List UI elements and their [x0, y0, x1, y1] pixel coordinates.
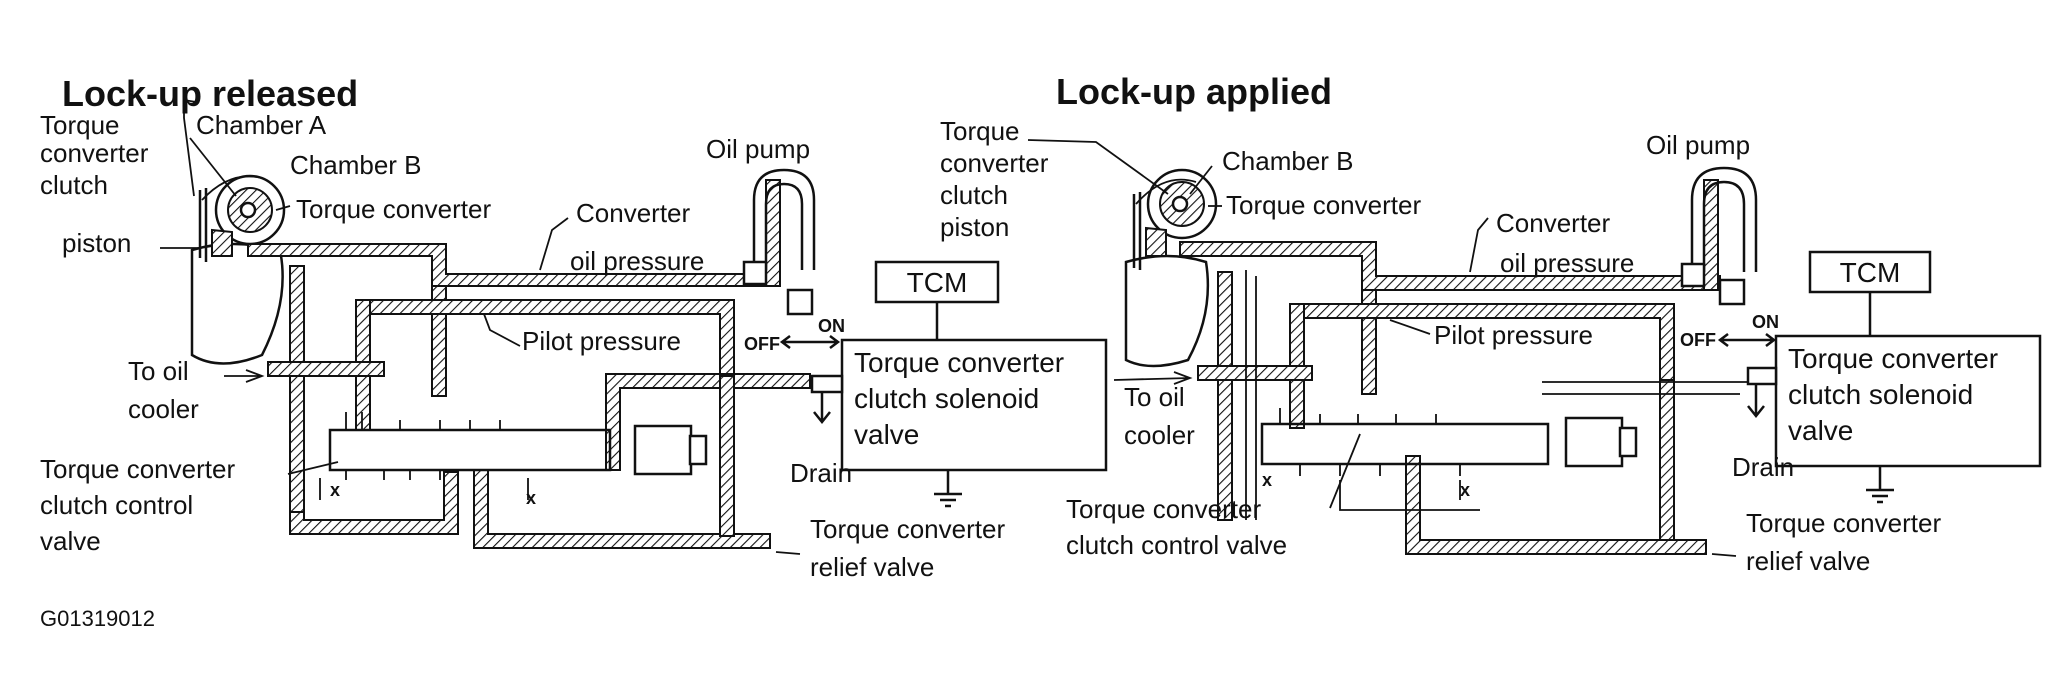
control-valve-drawing: [1260, 408, 1638, 511]
on-label: ON: [1752, 312, 1779, 332]
solenoid-line-1: Torque converter: [1788, 343, 1998, 374]
tcc-piston-line-2: converter: [40, 138, 149, 168]
solenoid-line-1: Torque converter: [854, 347, 1064, 378]
tcc-piston-line-1: Torque: [40, 110, 120, 140]
to-oil-cooler-line-2: cooler: [1124, 420, 1195, 450]
to-oil-cooler-line-1: To oil: [1124, 382, 1185, 412]
control-valve-line-2: clutch control valve: [1066, 530, 1287, 560]
tcc-piston-line-4: piston: [940, 212, 1009, 242]
relief-valve-line-2: relief valve: [1746, 546, 1870, 576]
drain-label: Drain: [790, 458, 852, 488]
converter-oil-pressure-line-2: oil pressure: [570, 246, 704, 276]
oil-pump-drawing: [742, 168, 816, 316]
pilot-pressure-label: Pilot pressure: [522, 326, 681, 356]
panel-title: Lock-up released: [62, 73, 358, 114]
tcm-box: [1808, 250, 1932, 294]
oil-pump-drawing: [1680, 166, 1758, 306]
tcc-piston-line-3: clutch: [940, 180, 1008, 210]
tcm-label: TCM: [907, 267, 968, 298]
to-oil-cooler-line-2: cooler: [128, 394, 199, 424]
to-oil-cooler-line-1: To oil: [128, 356, 189, 386]
tcc-piston-line-2: converter: [940, 148, 1049, 178]
x-mark-2: x: [1460, 480, 1470, 500]
tcc-piston-line-1: Torque: [940, 116, 1020, 146]
solenoid-valve-box: [840, 338, 1108, 472]
converter-oil-pressure-line-2: oil pressure: [1500, 248, 1634, 278]
solenoid-line-3: valve: [854, 419, 919, 450]
solenoid-line-2: clutch solenoid: [1788, 379, 1973, 410]
tcc-piston-line-4: piston: [62, 228, 131, 258]
panel-title: Lock-up applied: [1056, 71, 1332, 112]
torque-converter-label: Torque converter: [296, 194, 491, 224]
off-label: OFF: [744, 334, 780, 354]
pilot-pressure-label: Pilot pressure: [1434, 320, 1593, 350]
chamber-b-label: Chamber B: [290, 150, 422, 180]
converter-oil-pressure-line-1: Converter: [1496, 208, 1610, 238]
control-valve-line-1: Torque converter: [1066, 494, 1261, 524]
chamber-b-label: Chamber B: [1222, 146, 1354, 176]
relief-valve-line-2: relief valve: [810, 552, 934, 582]
control-valve-drawing: [319, 412, 708, 500]
relief-valve-line-1: Torque converter: [810, 514, 1005, 544]
hydraulic-circuit: [1179, 179, 1750, 555]
drain-label: Drain: [1732, 452, 1794, 482]
relief-valve-line-1: Torque converter: [1746, 508, 1941, 538]
on-label: ON: [818, 316, 845, 336]
control-valve-line-1: Torque converter: [40, 454, 235, 484]
torque-converter-label: Torque converter: [1226, 190, 1421, 220]
tcc-piston-line-3: clutch: [40, 170, 108, 200]
solenoid-valve-box: [1774, 334, 2042, 468]
control-valve-line-3: valve: [40, 526, 101, 556]
x-mark-1: x: [1262, 470, 1272, 490]
solenoid-line-2: clutch solenoid: [854, 383, 1039, 414]
x-mark-2: x: [526, 488, 536, 508]
x-mark-1: x: [330, 480, 340, 500]
oil-pump-label: Oil pump: [1646, 130, 1750, 160]
chamber-a-label: Chamber A: [196, 110, 327, 140]
oil-pump-label: Oil pump: [706, 134, 810, 164]
hydraulic-circuit: [247, 179, 811, 549]
torque-converter-drawing: [1124, 168, 1218, 368]
solenoid-line-3: valve: [1788, 415, 1853, 446]
torque-converter-drawing: [190, 174, 286, 365]
figure-code: G01319012: [40, 606, 155, 631]
off-label: OFF: [1680, 330, 1716, 350]
panel-lockup-released: Lock-up released: [40, 73, 1108, 582]
panel-lockup-applied: Lock-up applied: [940, 71, 2042, 576]
tcm-label: TCM: [1840, 257, 1901, 288]
converter-oil-pressure-line-1: Converter: [576, 198, 690, 228]
control-valve-line-2: clutch control: [40, 490, 193, 520]
